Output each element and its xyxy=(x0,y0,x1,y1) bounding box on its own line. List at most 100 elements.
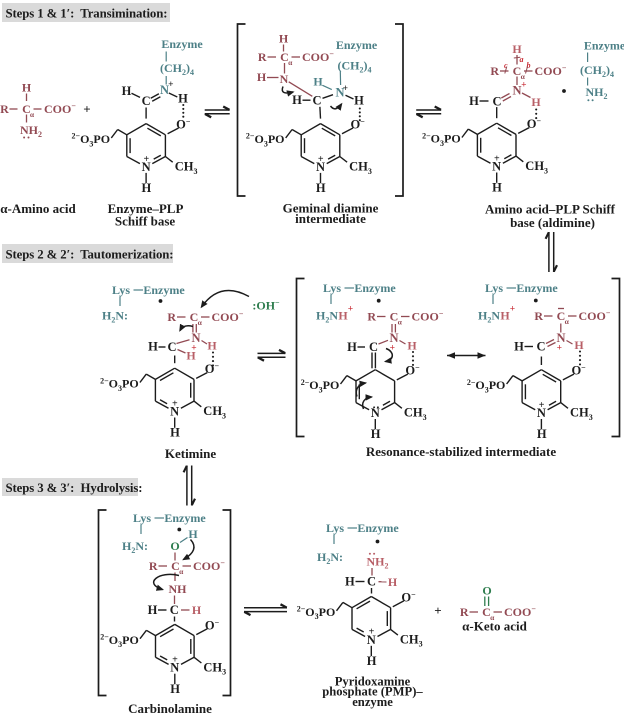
svg-text:H: H xyxy=(292,93,302,107)
svg-text:N: N xyxy=(492,160,501,174)
svg-text:α-Keto acid: α-Keto acid xyxy=(462,619,527,634)
svg-text:R: R xyxy=(534,309,543,323)
svg-text:2−O3PO: 2−O3PO xyxy=(422,131,461,148)
svg-text:α: α xyxy=(30,110,35,119)
svg-text:N: N xyxy=(142,160,151,174)
svg-text:2−O3PO: 2−O3PO xyxy=(297,605,336,622)
svg-text:Enzyme: Enzyme xyxy=(357,521,399,535)
svg-text:Enzyme: Enzyme xyxy=(143,283,185,297)
svg-text:R: R xyxy=(367,310,376,324)
svg-text:phosphate (PMP)–: phosphate (PMP)– xyxy=(322,685,423,699)
svg-text:α: α xyxy=(198,318,203,327)
svg-text:+: + xyxy=(390,344,395,354)
svg-text:H: H xyxy=(188,527,198,541)
svg-text:+: + xyxy=(143,154,149,165)
svg-text:N: N xyxy=(512,84,521,98)
svg-text:NH2: NH2 xyxy=(20,123,42,139)
svg-text:C: C xyxy=(190,310,199,324)
svg-text:H2N:: H2N: xyxy=(317,550,343,566)
svg-text:Carbinolamine: Carbinolamine xyxy=(128,701,212,713)
svg-text:H: H xyxy=(142,181,152,195)
svg-text:H: H xyxy=(388,575,398,589)
svg-text:NH2: NH2 xyxy=(586,85,608,101)
svg-text:base (aldimine): base (aldimine) xyxy=(510,215,595,230)
svg-text:H: H xyxy=(279,32,289,46)
svg-text:N: N xyxy=(316,160,325,174)
svg-text:H: H xyxy=(207,339,217,353)
svg-text:2−O3PO: 2−O3PO xyxy=(100,633,139,650)
svg-text:H2N: H2N xyxy=(478,309,500,325)
svg-text:Enzyme: Enzyme xyxy=(584,39,624,53)
svg-text:COO−: COO− xyxy=(412,309,444,323)
svg-text:2−O3PO: 2−O3PO xyxy=(100,376,139,393)
svg-text:N: N xyxy=(280,72,289,86)
svg-text:c: c xyxy=(504,61,508,70)
svg-text:Pyridoxamine: Pyridoxamine xyxy=(335,675,411,689)
svg-text:+: + xyxy=(557,344,562,354)
svg-text:N: N xyxy=(367,633,376,647)
svg-text:Enzyme: Enzyme xyxy=(516,281,558,295)
svg-text:Amino acid–PLP Schiff: Amino acid–PLP Schiff xyxy=(485,202,616,217)
svg-text:H: H xyxy=(338,309,348,323)
svg-text:Geminal diamine: Geminal diamine xyxy=(283,201,379,216)
svg-text:C: C xyxy=(369,340,378,354)
svg-text:C: C xyxy=(513,64,522,78)
svg-text:C: C xyxy=(170,603,179,617)
svg-text:α: α xyxy=(521,72,526,81)
svg-text:+: + xyxy=(510,305,515,315)
svg-text:H: H xyxy=(22,81,32,95)
svg-text:H: H xyxy=(186,349,196,363)
svg-text:COO−: COO− xyxy=(579,309,611,323)
svg-text:N: N xyxy=(537,406,546,420)
svg-text:+: + xyxy=(348,305,353,315)
svg-text:+: + xyxy=(191,344,196,354)
svg-text:COO−: COO− xyxy=(44,102,76,116)
svg-text:Enzyme: Enzyme xyxy=(164,511,206,525)
svg-text:COO−: COO− xyxy=(504,605,536,619)
svg-text:b: b xyxy=(527,61,531,70)
svg-text:Steps 1 & 1′: Transimination:: Steps 1 & 1′: Transimination: xyxy=(6,7,168,21)
svg-text:O: O xyxy=(482,584,491,598)
svg-text:Schiff base: Schiff base xyxy=(115,213,176,228)
svg-text:COO−: COO− xyxy=(535,64,567,78)
svg-text:O: O xyxy=(170,539,179,553)
svg-text:CH3: CH3 xyxy=(175,160,198,176)
svg-text:Lys: Lys xyxy=(133,511,151,525)
svg-text:+: + xyxy=(434,603,441,618)
svg-text:C: C xyxy=(482,605,491,619)
svg-text:(CH2)4: (CH2)4 xyxy=(160,61,194,77)
svg-text:2−O3PO: 2−O3PO xyxy=(467,378,506,395)
svg-text:+: + xyxy=(369,627,375,638)
svg-text:CH3: CH3 xyxy=(404,406,427,422)
svg-text:Resonance-stabilized intermedi: Resonance-stabilized intermediate xyxy=(366,444,557,459)
svg-text:CH3: CH3 xyxy=(400,633,423,649)
svg-text:H: H xyxy=(257,70,267,84)
svg-text:H: H xyxy=(512,42,522,56)
svg-text:H2N: H2N xyxy=(316,309,338,325)
svg-text:H: H xyxy=(574,338,584,352)
svg-text:N: N xyxy=(170,661,179,675)
svg-text:Lys: Lys xyxy=(485,281,503,295)
svg-text:R: R xyxy=(490,64,499,78)
svg-text:R: R xyxy=(167,310,176,324)
svg-text:H: H xyxy=(347,340,357,354)
svg-text:N: N xyxy=(371,406,380,420)
svg-text:C: C xyxy=(167,340,176,354)
svg-text:N: N xyxy=(335,85,344,99)
svg-text:R: R xyxy=(0,102,9,116)
svg-text:C: C xyxy=(142,94,151,108)
svg-text:H: H xyxy=(514,340,524,354)
svg-text:R: R xyxy=(460,605,469,619)
svg-text:+: + xyxy=(343,84,348,94)
svg-text:N: N xyxy=(160,83,169,97)
svg-text:+: + xyxy=(168,80,173,90)
svg-text:CH3: CH3 xyxy=(349,160,372,176)
svg-text:COO−: COO− xyxy=(193,559,225,573)
svg-text:+: + xyxy=(539,400,545,411)
svg-text:CH3: CH3 xyxy=(203,404,226,420)
svg-text:H: H xyxy=(500,309,510,323)
svg-text:α: α xyxy=(398,318,403,327)
svg-text:Steps 3 & 3′: Hydrolysis:: Steps 3 & 3′: Hydrolysis: xyxy=(6,481,143,495)
svg-text:H: H xyxy=(537,427,547,441)
svg-text:2−O3PO: 2−O3PO xyxy=(301,378,340,395)
